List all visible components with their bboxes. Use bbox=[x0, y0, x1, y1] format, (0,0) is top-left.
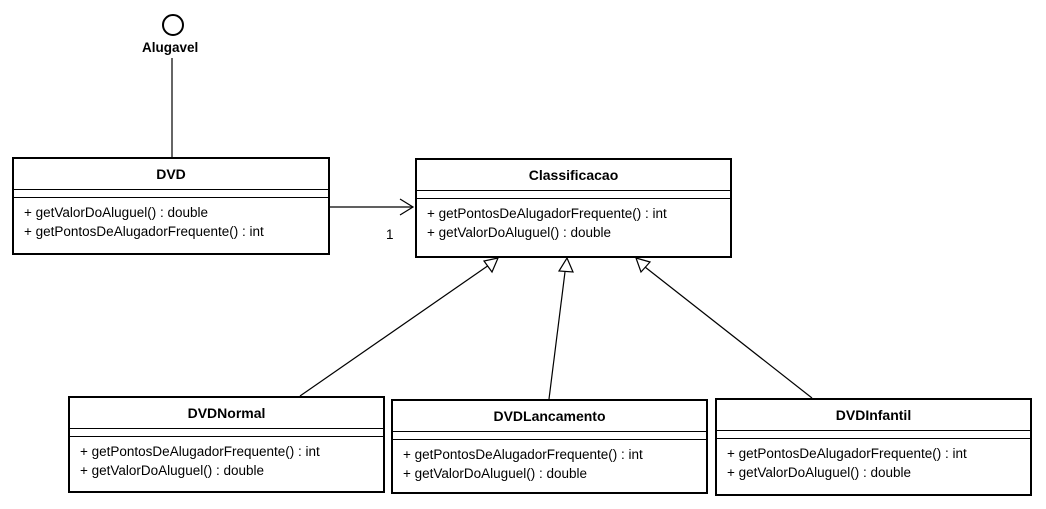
generalization-arrowhead-icon bbox=[557, 256, 574, 273]
generalization-line-dvdinfantil bbox=[644, 266, 813, 399]
operations-compartment: + getPontosDeAlugadorFrequente() : int +… bbox=[417, 199, 730, 242]
operation: + getValorDoAluguel() : double bbox=[727, 465, 911, 480]
class-dvdinfantil[interactable]: DVDInfantil + getPontosDeAlugadorFrequen… bbox=[715, 398, 1032, 496]
class-name: DVD bbox=[14, 159, 328, 190]
operation: + getPontosDeAlugadorFrequente() : int bbox=[427, 206, 667, 221]
generalization-line-dvdnormal bbox=[299, 264, 490, 397]
attributes-compartment bbox=[417, 191, 730, 199]
class-classificacao[interactable]: Classificacao + getPontosDeAlugadorFrequ… bbox=[415, 158, 732, 258]
operation: + getPontosDeAlugadorFrequente() : int bbox=[403, 447, 643, 462]
generalization-arrowhead-icon bbox=[482, 257, 500, 274]
interface-label-alugavel: Alugavel bbox=[142, 40, 199, 55]
operation: + getValorDoAluguel() : double bbox=[427, 225, 611, 240]
attributes-compartment bbox=[14, 190, 328, 198]
interface-circle-icon bbox=[162, 14, 184, 36]
operation: + getValorDoAluguel() : double bbox=[80, 463, 264, 478]
operation: + getValorDoAluguel() : double bbox=[403, 466, 587, 481]
generalization-line-dvdlancamento bbox=[548, 271, 566, 400]
class-name: Classificacao bbox=[417, 160, 730, 191]
operation: + getPontosDeAlugadorFrequente() : int bbox=[727, 446, 967, 461]
operations-compartment: + getPontosDeAlugadorFrequente() : int +… bbox=[70, 437, 383, 480]
attributes-compartment bbox=[393, 432, 706, 440]
operation: + getPontosDeAlugadorFrequente() : int bbox=[24, 224, 264, 239]
class-dvdnormal[interactable]: DVDNormal + getPontosDeAlugadorFrequente… bbox=[68, 396, 385, 493]
class-dvdlancamento[interactable]: DVDLancamento + getPontosDeAlugadorFrequ… bbox=[391, 399, 708, 494]
association-arrowhead-icon bbox=[399, 198, 415, 216]
attributes-compartment bbox=[70, 429, 383, 437]
operation: + getPontosDeAlugadorFrequente() : int bbox=[80, 444, 320, 459]
operations-compartment: + getPontosDeAlugadorFrequente() : int +… bbox=[717, 439, 1030, 482]
class-name: DVDLancamento bbox=[393, 401, 706, 432]
operations-compartment: + getValorDoAluguel() : double + getPont… bbox=[14, 198, 328, 241]
generalization-arrowhead-icon bbox=[635, 257, 652, 274]
class-dvd[interactable]: DVD + getValorDoAluguel() : double + get… bbox=[12, 157, 330, 255]
operation: + getValorDoAluguel() : double bbox=[24, 205, 208, 220]
class-name: DVDInfantil bbox=[717, 400, 1030, 431]
class-name: DVDNormal bbox=[70, 398, 383, 429]
association-multiplicity: 1 bbox=[386, 227, 394, 242]
operations-compartment: + getPontosDeAlugadorFrequente() : int +… bbox=[393, 440, 706, 483]
attributes-compartment bbox=[717, 431, 1030, 439]
